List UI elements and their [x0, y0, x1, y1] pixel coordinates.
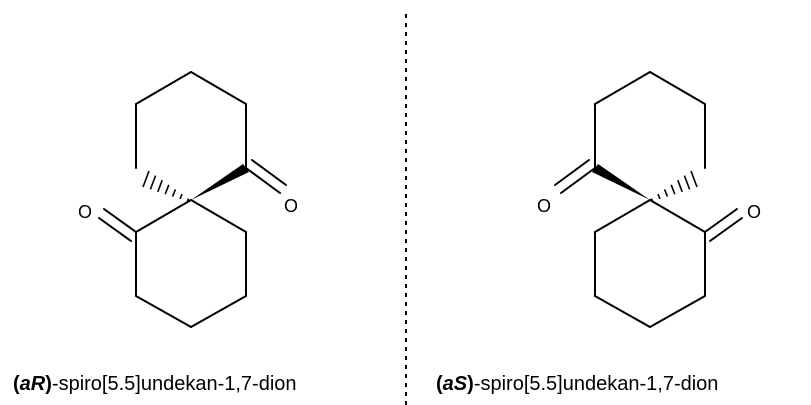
bond [594, 295, 651, 328]
oxygen-label: O [537, 196, 551, 216]
molecule-aR: O O [78, 71, 298, 328]
bond [135, 295, 192, 328]
caption-aR: (aR)-spiro[5.5]undekan-1,7-dion [13, 372, 297, 396]
oxygen-label: O [747, 202, 761, 222]
upper-ring-aS [594, 71, 706, 169]
bond [135, 71, 192, 105]
bond [649, 199, 706, 233]
oxygen-label: O [78, 202, 92, 222]
lower-ring-aR [135, 199, 247, 328]
upper-ring-aR [135, 71, 247, 169]
solid-wedge-bond [191, 164, 249, 200]
compound-name: -spiro[5.5]undekan-1,7-dion [51, 373, 297, 395]
bond [594, 199, 651, 233]
bond [190, 199, 247, 233]
carbonyl-right [245, 159, 287, 194]
bond [594, 71, 651, 105]
hashed-wedge-bond [650, 170, 698, 202]
hashed-wedge-bond [142, 170, 190, 202]
oxygen-label: O [284, 196, 298, 216]
solid-wedge-bond [592, 164, 650, 200]
carbonyl-right [704, 208, 743, 242]
bond [190, 295, 247, 328]
bond [649, 71, 706, 105]
bond [135, 199, 192, 233]
caption-aS: (aS)-spiro[5.5]undekan-1,7-dion [436, 372, 718, 396]
lower-ring-aS [594, 199, 706, 328]
carbonyl-left [554, 159, 596, 194]
molecule-aS: O O [537, 71, 761, 328]
stereo-descriptor: (aS) [436, 373, 474, 395]
carbonyl-left [98, 208, 137, 242]
stereo-descriptor: (aR) [13, 373, 52, 395]
compound-name: -spiro[5.5]undekan-1,7-dion [473, 373, 719, 395]
bond [649, 295, 706, 328]
bond [190, 71, 247, 105]
